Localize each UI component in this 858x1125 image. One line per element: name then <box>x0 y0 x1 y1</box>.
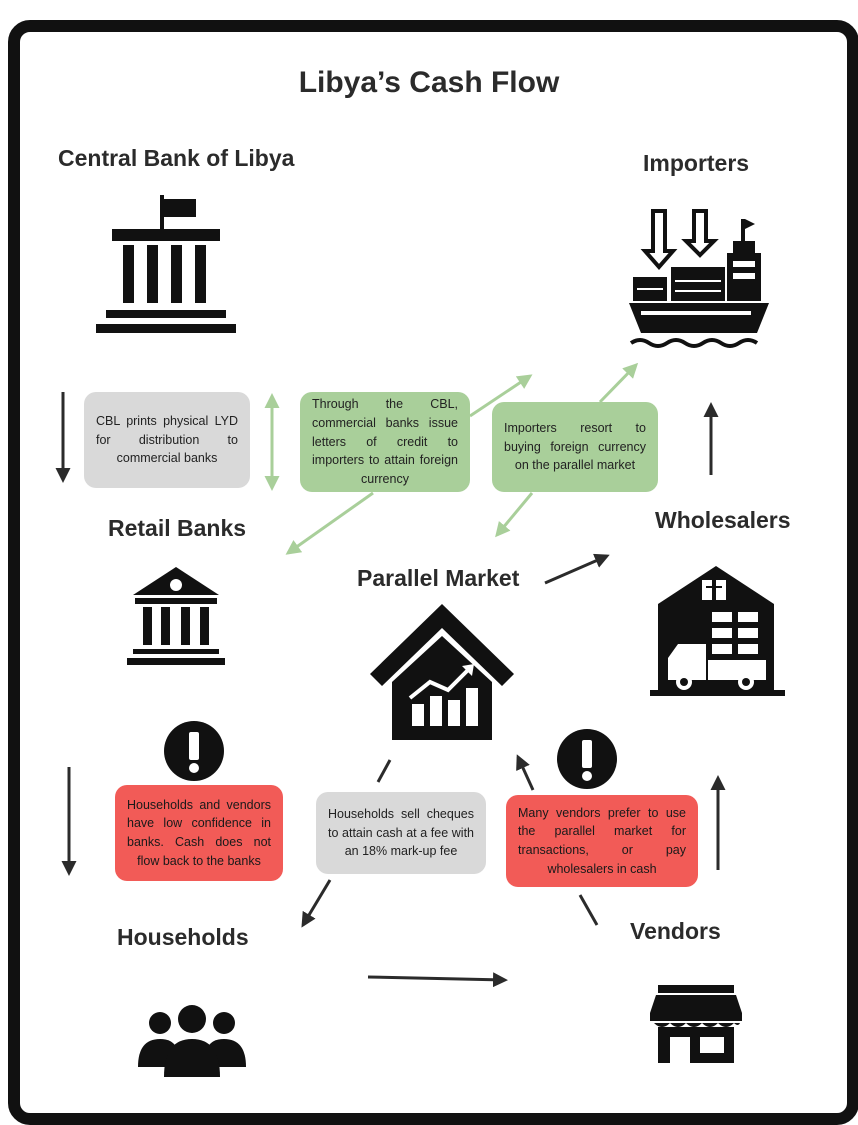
government-building-flag-icon <box>96 195 236 333</box>
shop-icon <box>650 985 742 1063</box>
arrow-resort-to-importers <box>598 362 639 404</box>
house-growth-chart-icon <box>370 604 514 740</box>
note-importers-resort: Importers resort to buying foreign curre… <box>492 402 658 492</box>
arrow-to-parallel-market <box>516 754 535 791</box>
arrow-loc-to-retail <box>285 491 374 555</box>
warehouse-truck-icon <box>650 566 785 696</box>
arrow-vendors-connector <box>578 894 599 926</box>
note-households-sell: Households sell cheques to attain cash a… <box>316 792 486 874</box>
label-vendors: Vendors <box>630 918 721 944</box>
arrow-loc-to-importers <box>469 374 533 418</box>
label-retail-banks: Retail Banks <box>108 515 247 541</box>
label-parallel-market: Parallel Market <box>357 565 520 591</box>
cargo-ship-icon <box>629 209 769 348</box>
note-letters-of-credit: Through the CBL, commercial banks issue … <box>300 392 470 492</box>
exclamation-icon <box>557 729 617 789</box>
arrow-pm-connector <box>376 759 392 783</box>
arrow-resort-to-pm <box>495 492 534 538</box>
note-vendors-prefer: Many vendors prefer to use the parallel … <box>506 795 698 887</box>
note-low-confidence: Households and vendors have low confiden… <box>115 785 283 881</box>
diagram-title: Libya’s Cash Flow <box>298 66 560 99</box>
label-importers: Importers <box>643 150 750 176</box>
people-group-icon <box>138 1005 246 1077</box>
label-wholesalers: Wholesalers <box>655 507 791 533</box>
note-cbl-prints: CBL prints physical LYD for distribution… <box>84 392 250 488</box>
arrow-pm-to-wholesalers <box>544 553 610 585</box>
arrow-to-households <box>301 879 332 928</box>
arrow-households-to-vendors <box>367 972 508 988</box>
exclamation-icon <box>164 721 224 781</box>
label-households: Households <box>117 924 249 950</box>
label-central-bank: Central Bank of Libya <box>58 145 295 171</box>
bank-icon <box>127 567 225 665</box>
